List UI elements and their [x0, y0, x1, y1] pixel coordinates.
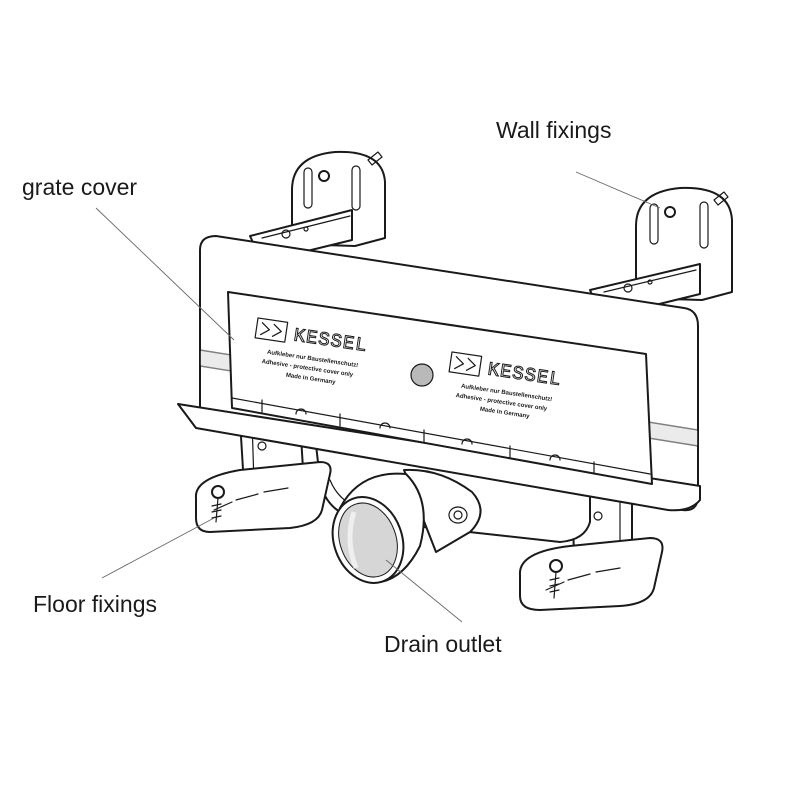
floor-fixing-left	[194, 461, 332, 533]
label-drain-outlet: Drain outlet	[384, 631, 502, 657]
floor-fixing-right	[518, 537, 664, 611]
leader-wall-fixings	[575, 171, 661, 209]
cover-tabs	[261, 399, 595, 475]
drain-outlet-pipe	[331, 468, 482, 584]
leader-drain-outlet	[385, 559, 463, 623]
label-grate-cover: grate cover	[22, 174, 137, 200]
label-wall-fixings: Wall fixings	[496, 117, 611, 143]
label-floor-fixings: Floor fixings	[33, 591, 157, 617]
grate-cover-plate: KESSEL Aufkleber nur Baustellenschutz! A…	[227, 291, 653, 485]
leader-floor-fixings	[101, 517, 215, 579]
leader-grate-cover	[95, 207, 235, 341]
